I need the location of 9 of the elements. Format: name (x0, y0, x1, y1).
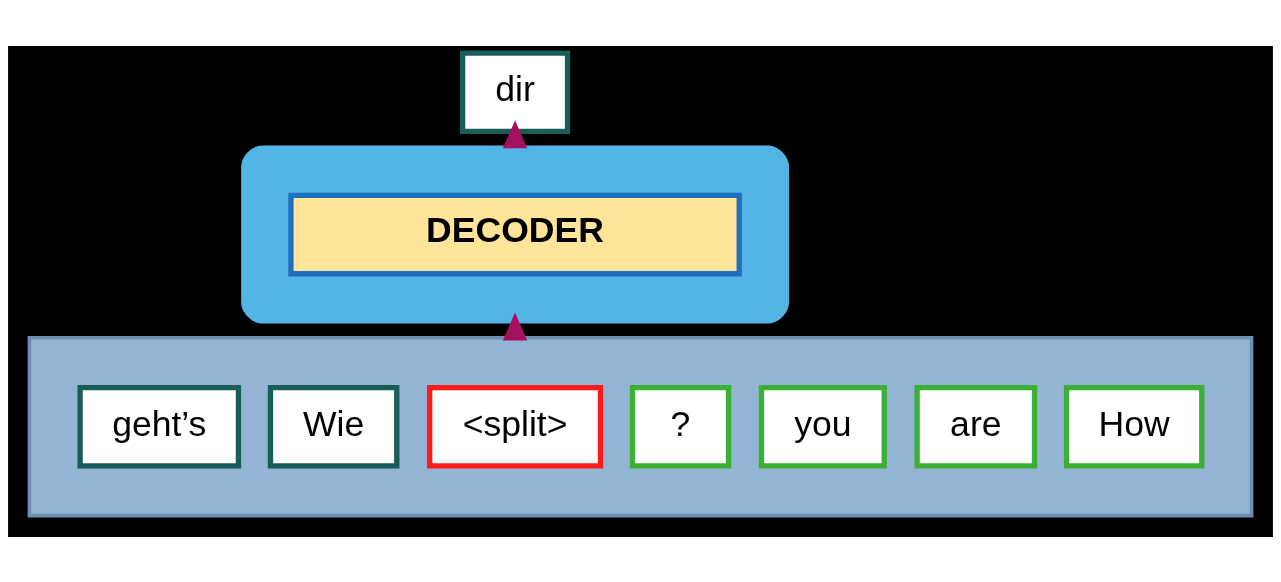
node-box: <split> (427, 384, 604, 468)
node-box: ? (629, 384, 732, 468)
node-box: How (1063, 384, 1205, 468)
node-box: DECODER (288, 192, 742, 276)
node-box: are (914, 384, 1038, 468)
node-box: Wie (267, 384, 400, 468)
node-box: dir (459, 49, 571, 134)
node-box: you (758, 384, 887, 468)
node-box: geht’s (77, 384, 242, 468)
